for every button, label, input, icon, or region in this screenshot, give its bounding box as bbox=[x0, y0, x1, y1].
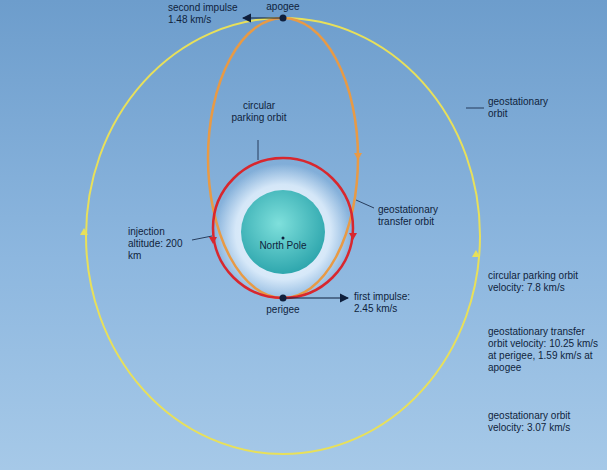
parking-orbit bbox=[213, 158, 353, 298]
orbit-label: geostationary transfer orbit bbox=[378, 204, 460, 228]
transfer-orbit bbox=[208, 18, 358, 298]
altitude-label: injection altitude: 200 km bbox=[128, 226, 190, 262]
apogee-point bbox=[280, 15, 287, 22]
impulse-label: first impulse: 2.45 km/s bbox=[354, 291, 426, 315]
orbit-label: circular parking orbit bbox=[228, 100, 290, 124]
orbit-arrow bbox=[80, 228, 88, 235]
impulse-arrow bbox=[286, 297, 348, 298]
point-label: perigee bbox=[258, 304, 308, 316]
velocity-note: geostationary orbit velocity: 3.07 km/s bbox=[488, 410, 600, 434]
orbit-label: geostationary orbit bbox=[488, 96, 568, 120]
orbit-arrow bbox=[349, 233, 357, 240]
point-label: apogee bbox=[258, 1, 308, 13]
leader-line bbox=[258, 140, 259, 160]
perigee-point bbox=[280, 295, 287, 302]
velocity-note: geostationary transfer orbit velocity: 1… bbox=[488, 326, 600, 374]
velocity-note: circular parking orbit velocity: 7.8 km/… bbox=[488, 270, 600, 294]
pole-label: North Pole bbox=[258, 240, 308, 252]
orbit-arrow bbox=[472, 250, 480, 257]
leader-line bbox=[466, 108, 484, 109]
leader-line bbox=[192, 236, 212, 240]
leader-line bbox=[356, 200, 374, 208]
impulse-arrow bbox=[243, 17, 280, 18]
impulse-label: second impulse 1.48 km/s bbox=[168, 2, 240, 26]
pole-dot bbox=[282, 237, 285, 240]
orbit-arrow bbox=[209, 237, 217, 244]
geo-orbit bbox=[86, 18, 480, 454]
earth bbox=[241, 190, 325, 274]
orbit-arrow bbox=[354, 153, 362, 160]
